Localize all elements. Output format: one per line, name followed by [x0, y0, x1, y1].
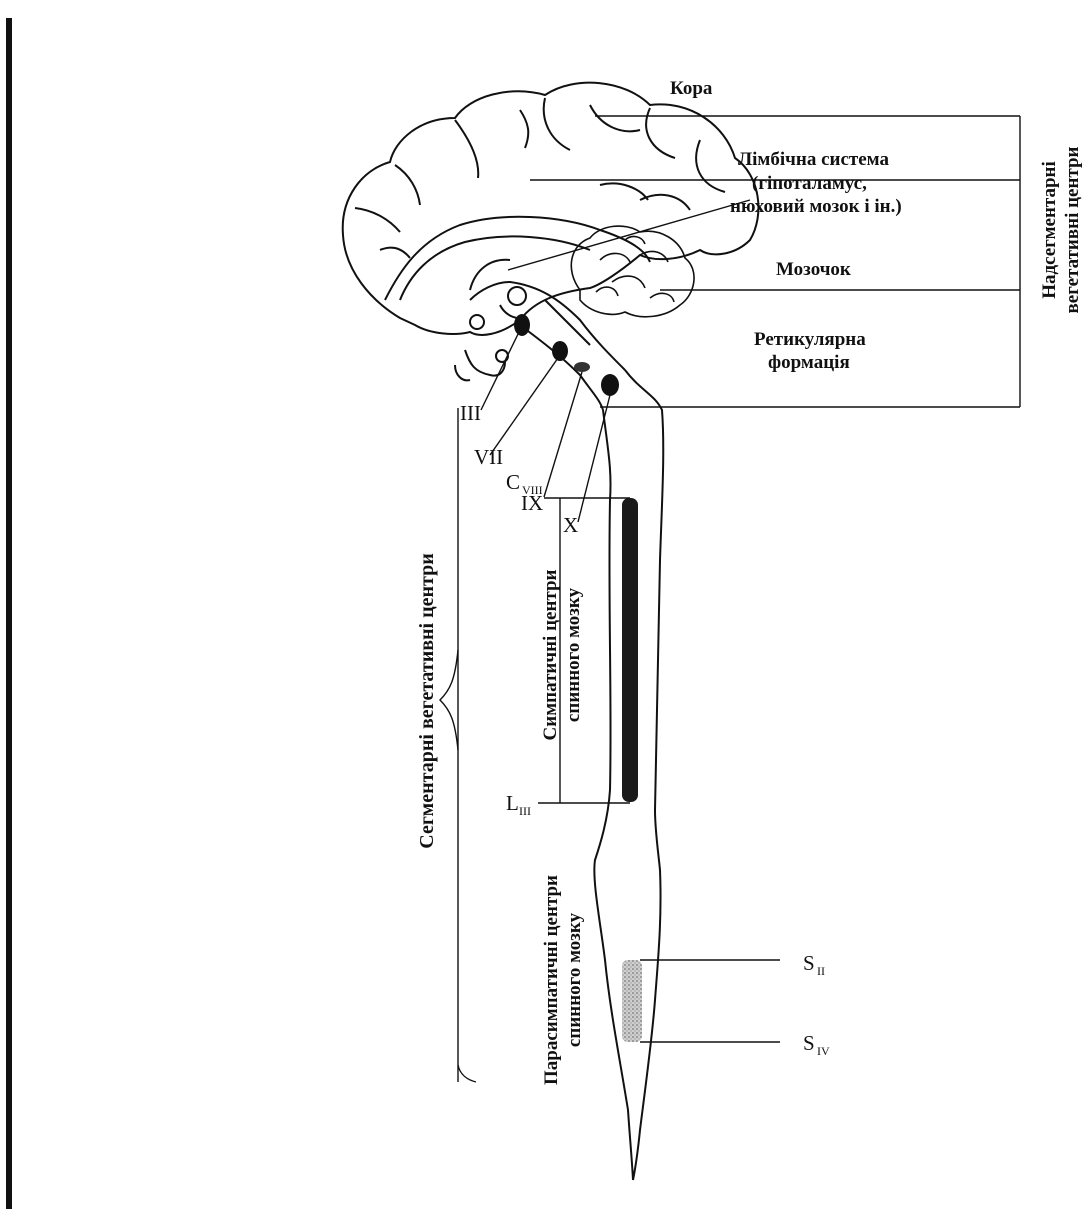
- nucleus-7: [552, 341, 568, 361]
- suprasegmental-label: Надсегментарні вегетативні центри: [1039, 146, 1083, 313]
- segment-c-letter: C: [506, 470, 520, 494]
- segment-s4-letter: S: [803, 1031, 815, 1055]
- label-limbic-line2: (гіпоталамус,: [752, 173, 867, 194]
- label-sympathetic-line1: Симпатичні центри: [540, 569, 561, 740]
- nucleus-9: [574, 362, 590, 372]
- label-limbic-line3: нюховий мозок і ін.): [730, 196, 902, 217]
- label-parasympathetic-line2: спинного мозку: [564, 912, 585, 1047]
- label-segmental: Сегментарні вегетативні центри: [416, 553, 438, 848]
- label-reticular-line1: Ретикулярна: [754, 329, 866, 350]
- brainstem-drawing: [455, 282, 625, 410]
- parasympathetic-label: Парасимпатичні центри спинного мозку: [541, 875, 585, 1085]
- sympathetic-label: Симпатичні центри спинного мозку: [540, 569, 584, 740]
- segment-s2-letter: S: [803, 951, 815, 975]
- sympathetic-zone: [622, 498, 638, 802]
- segment-label-c8: C VIII: [506, 470, 543, 497]
- label-reticular-line2: формація: [768, 352, 850, 373]
- cerebellum-drawing: [571, 226, 694, 317]
- parasympathetic-zone: [622, 960, 642, 1042]
- segment-l-sub: III: [519, 804, 531, 818]
- label-limbic-line1: Лімбічна система: [738, 149, 889, 170]
- label-cortex: Кора: [670, 78, 713, 99]
- label-sympathetic-line2: спинного мозку: [563, 587, 584, 722]
- segment-c-sub: VIII: [522, 483, 543, 497]
- segment-s2-sub: II: [817, 964, 825, 978]
- nerve-label-3: III: [460, 401, 481, 425]
- label-suprasegmental-line1: Надсегментарні: [1039, 161, 1060, 299]
- brainstem-nuclei: [514, 314, 619, 396]
- segment-label-l3: L III: [506, 791, 531, 818]
- nerve-label-10: X: [563, 513, 578, 537]
- nucleus-10: [601, 374, 619, 396]
- segment-label-s2: S II: [803, 951, 825, 978]
- segment-label-s4: S IV: [803, 1031, 830, 1058]
- label-cerebellum: Мозочок: [776, 259, 851, 280]
- segment-l-letter: L: [506, 791, 519, 815]
- page-border-line: [6, 18, 12, 1209]
- label-parasympathetic-line1: Парасимпатичні центри: [541, 875, 562, 1085]
- nerve-label-7: VII: [474, 445, 503, 469]
- leader-lines: [440, 116, 1020, 1082]
- segment-s4-sub: IV: [817, 1044, 830, 1058]
- label-suprasegmental-line2: вегетативні центри: [1062, 146, 1083, 313]
- nucleus-3: [514, 314, 530, 336]
